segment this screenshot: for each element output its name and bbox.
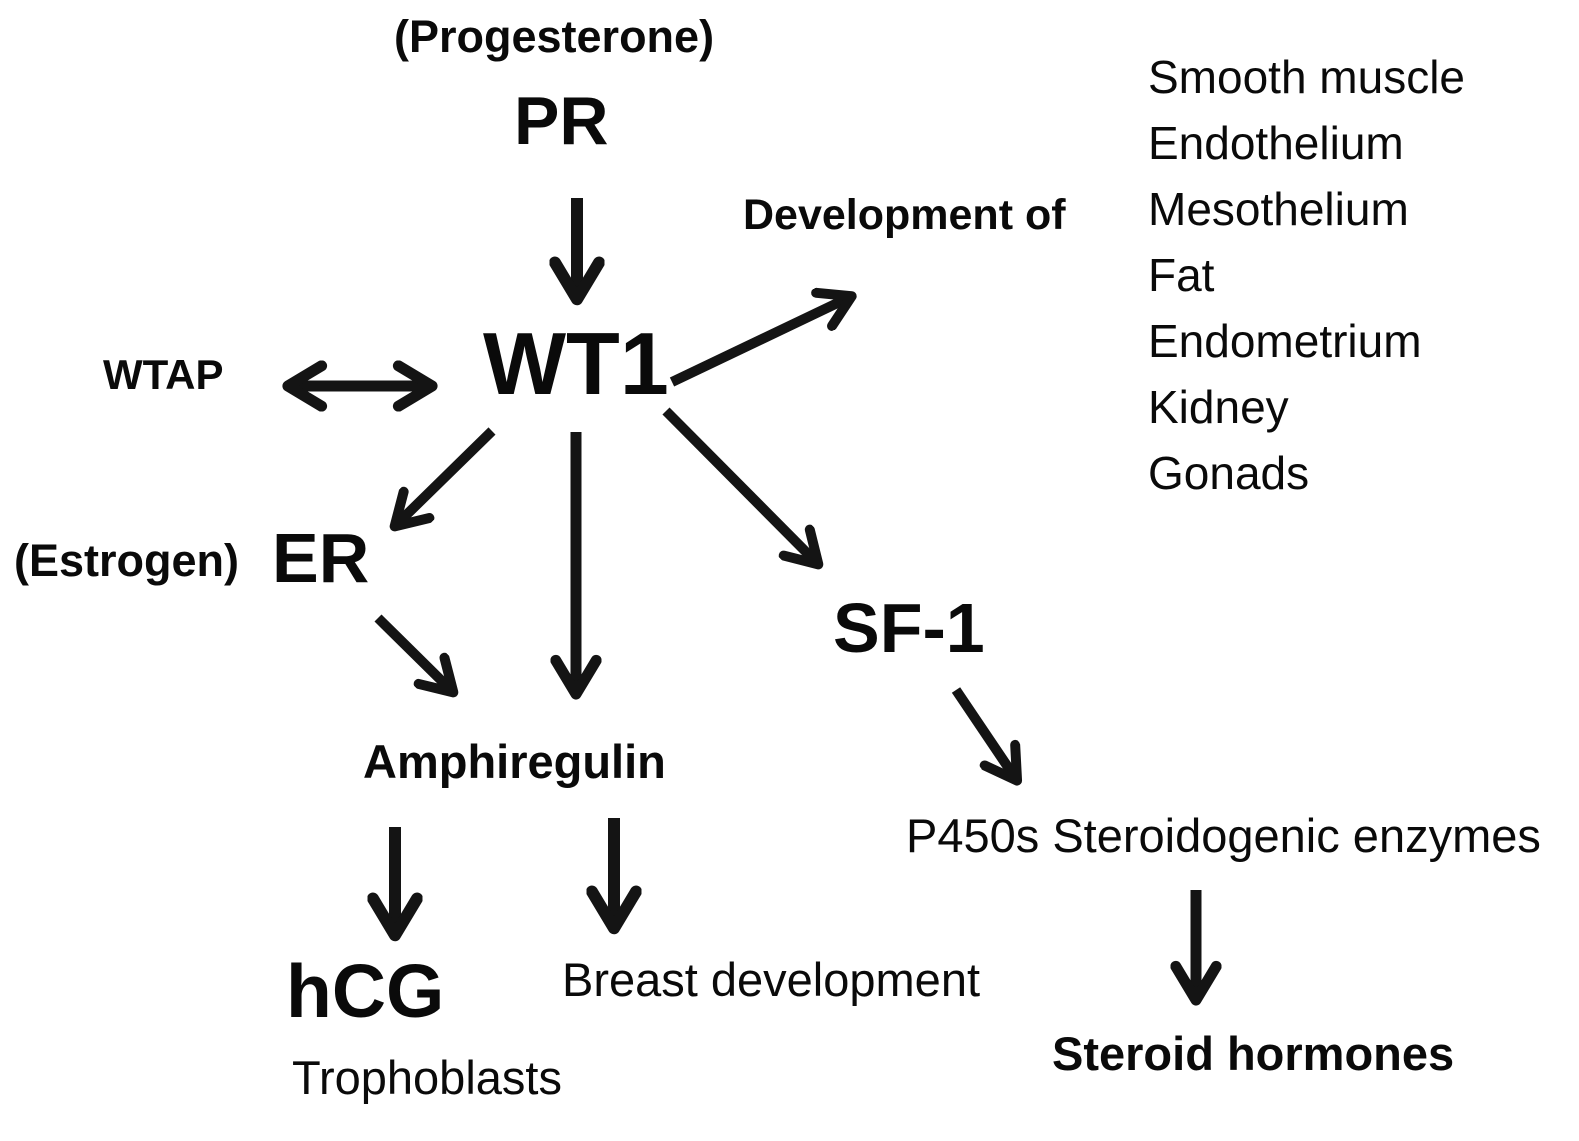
tissue-item: Fat <box>1148 249 1215 301</box>
tissue-list: Smooth muscle Endothelium Mesothelium Fa… <box>1148 44 1465 506</box>
label-trophoblasts: Trophoblasts <box>292 1051 562 1104</box>
tissue-item: Gonads <box>1148 447 1310 499</box>
arrow-wt1-to-development <box>669 297 850 387</box>
node-pr: PR <box>514 83 609 159</box>
label-steroid-hormones: Steroid hormones <box>1052 1027 1455 1080</box>
tissue-item: Endometrium <box>1148 315 1422 367</box>
node-wtap: WTAP <box>103 351 224 398</box>
node-sf1: SF-1 <box>833 589 985 667</box>
label-progesterone: (Progesterone) <box>394 11 715 62</box>
node-amphiregulin: Amphiregulin <box>363 735 666 788</box>
node-p450s-steroidogenic-enzymes: P450s Steroidogenic enzymes <box>906 809 1541 862</box>
node-hcg: hCG <box>286 949 445 1033</box>
arrow-wt1-to-sf1 <box>662 407 817 563</box>
label-development-of: Development of <box>743 191 1066 239</box>
arrow-wt1-to-er <box>396 427 496 525</box>
node-wt1: WT1 <box>483 314 669 413</box>
tissue-item: Smooth muscle <box>1148 51 1466 103</box>
arrow-sf1-to-p450s <box>951 687 1016 779</box>
label-estrogen: (Estrogen) <box>14 535 239 586</box>
label-breast-development: Breast development <box>562 953 981 1006</box>
node-er: ER <box>272 519 370 597</box>
tissue-item: Mesothelium <box>1148 183 1409 235</box>
tissue-item: Endothelium <box>1148 117 1404 169</box>
tissue-item: Kidney <box>1148 381 1289 433</box>
arrow-er-to-amphiregulin <box>374 614 452 691</box>
